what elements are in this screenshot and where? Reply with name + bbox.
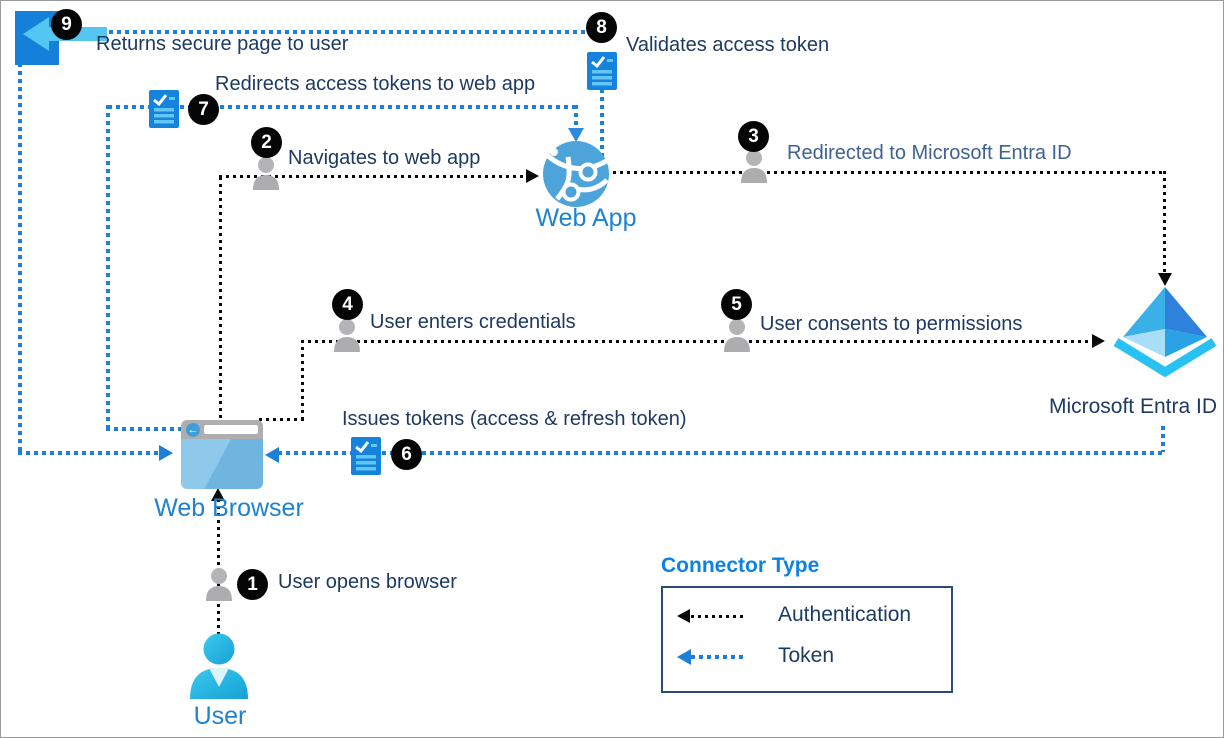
person-icon-5	[724, 319, 750, 352]
connector-2	[219, 175, 528, 178]
browser-back-icon: ←	[186, 422, 200, 437]
authentication-arrow-icon	[677, 609, 690, 623]
legend-title: Connector Type	[661, 554, 820, 577]
web-app-label: Web App	[535, 204, 637, 232]
token-icon-8	[587, 52, 617, 90]
connector-7-drop	[574, 105, 578, 129]
token-line-sample	[691, 655, 747, 659]
browser-body	[181, 439, 263, 489]
token-icon-7	[149, 90, 179, 128]
step-label-6: Issues tokens (access & refresh token)	[342, 408, 687, 430]
legend-box: Authentication Token	[661, 586, 953, 693]
connector-9-top	[93, 30, 587, 34]
connector-7-top	[108, 105, 578, 109]
connector-9-bottom	[18, 451, 162, 455]
step-label-8: Validates access token	[626, 34, 830, 56]
entra-id-label: Microsoft Entra ID	[1048, 395, 1217, 418]
web-app-icon	[543, 141, 610, 207]
connector-1-arrowhead	[211, 488, 225, 501]
person-icon-3	[741, 150, 767, 183]
person-icon-2	[253, 157, 279, 190]
web-browser-label: Web Browser	[154, 494, 304, 522]
user-label: User	[193, 702, 247, 730]
connector-7-arrowhead	[568, 128, 584, 142]
connector-8	[600, 89, 604, 173]
connector-6-arrowhead	[265, 447, 279, 463]
step-badge-2: 2	[251, 127, 282, 158]
legend-label-token: Token	[778, 644, 835, 667]
browser-address-bar	[204, 425, 258, 434]
user-icon	[190, 633, 248, 699]
step-badge-1: 1	[237, 569, 268, 600]
connector-9-arrowhead	[159, 445, 173, 461]
connector-4-up	[301, 340, 304, 420]
connector-6-drop	[1161, 426, 1165, 452]
connector-4-5	[301, 340, 1094, 343]
browser-titlebar: ←	[181, 420, 263, 439]
legend-label-authentication: Authentication	[778, 603, 912, 626]
step-badge-8: 8	[586, 12, 617, 43]
step-badge-9: 9	[51, 9, 82, 40]
connector-7-left	[106, 105, 110, 429]
step-badge-4: 4	[332, 289, 363, 320]
connector-4-stub	[259, 418, 304, 421]
connector-3-down	[1163, 171, 1166, 275]
connector-4-5-arrowhead	[1092, 334, 1105, 348]
return-page-icon	[15, 11, 107, 65]
token-arrow-icon	[677, 649, 691, 665]
connector-2-arrowhead	[526, 169, 539, 183]
step-badge-5: 5	[721, 289, 752, 320]
connector-3-arrowhead	[1158, 273, 1172, 286]
person-icon-1	[206, 568, 232, 601]
authentication-line-sample	[691, 615, 747, 618]
step-label-3: Redirected to Microsoft Entra ID	[787, 142, 1072, 164]
step-label-1: User opens browser	[278, 571, 457, 593]
connector-9-left	[18, 63, 22, 453]
web-browser-icon: ←	[181, 420, 263, 489]
connector-3	[613, 171, 1165, 174]
connector-2-up	[219, 177, 222, 420]
person-icon-4	[334, 319, 360, 352]
token-icon-6	[351, 437, 381, 475]
step-label-5: User consents to permissions	[760, 313, 1023, 335]
step-label-2: Navigates to web app	[288, 147, 481, 169]
step-label-9: Returns secure page to user	[96, 33, 349, 55]
step-badge-6: 6	[391, 439, 422, 470]
connector-7-into-browser	[106, 427, 182, 431]
entra-id-icon	[1113, 287, 1217, 377]
step-badge-7: 7	[188, 94, 219, 125]
connector-6	[278, 451, 1165, 455]
step-label-7: Redirects access tokens to web app	[215, 73, 536, 95]
step-label-4: User enters credentials	[370, 311, 576, 333]
step-badge-3: 3	[738, 121, 769, 152]
